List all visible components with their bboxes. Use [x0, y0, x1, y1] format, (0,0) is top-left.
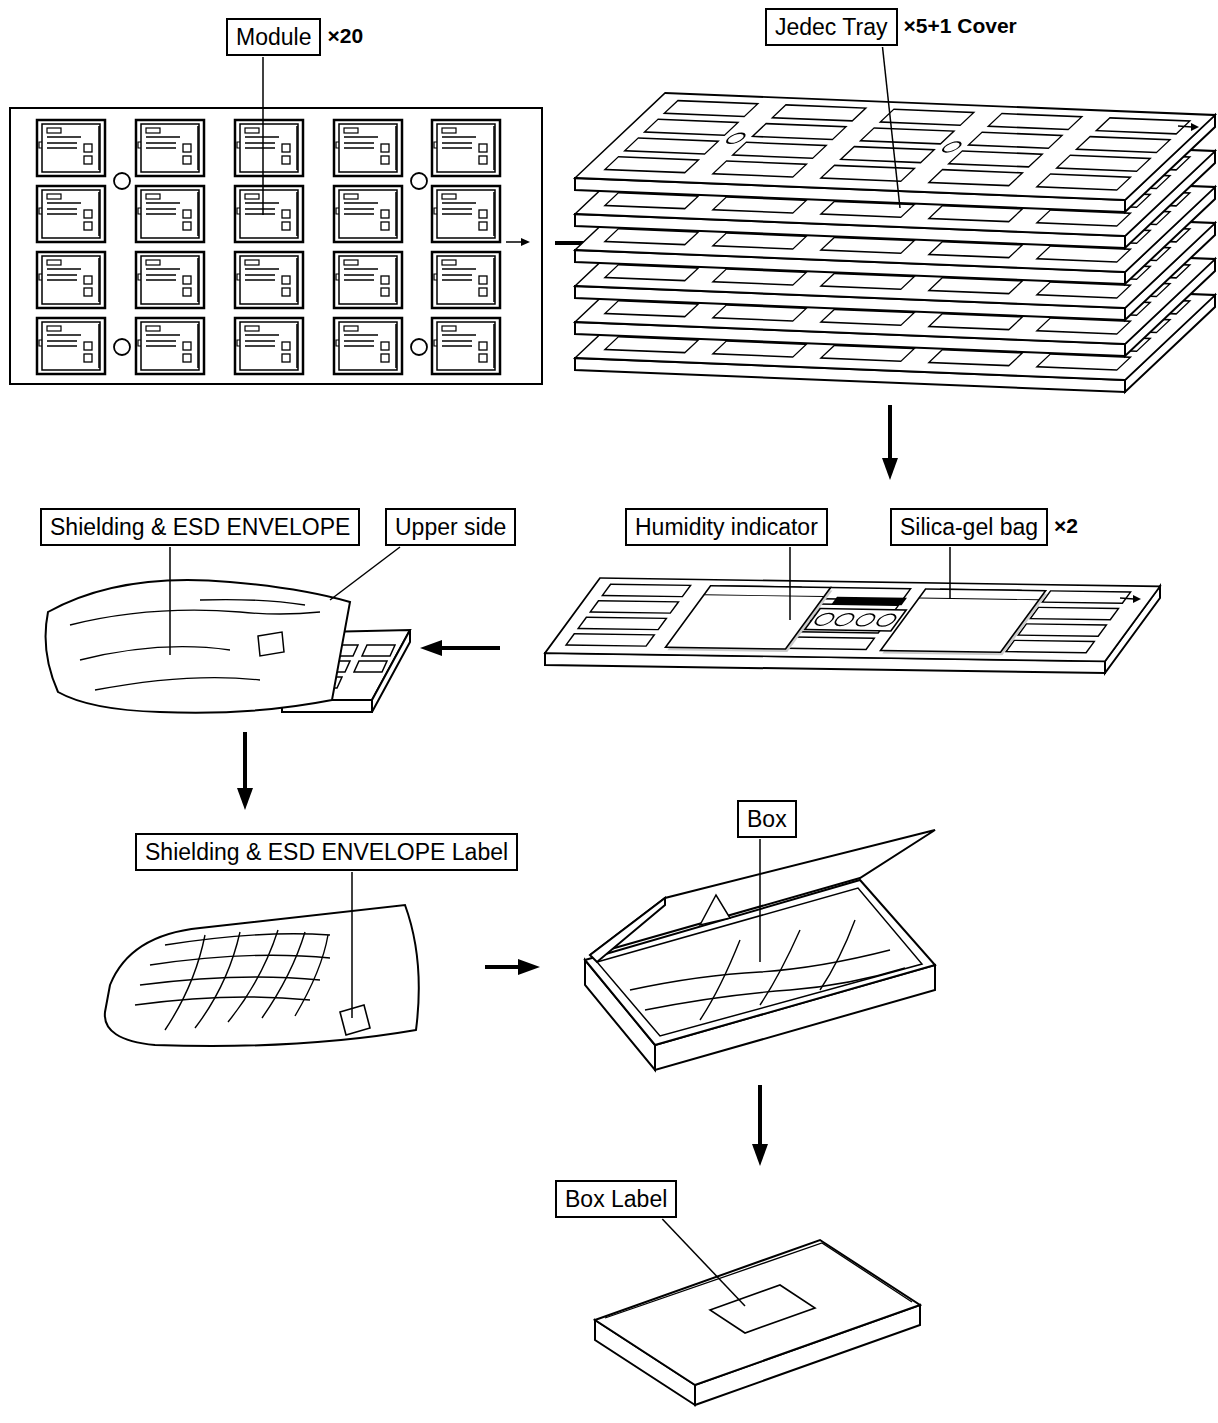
- leader-line: [351, 872, 353, 1018]
- callout-box: Silica-gel bag: [890, 508, 1048, 546]
- leader-line: [883, 47, 901, 208]
- callout-text: Shielding & ESD ENVELOPE: [50, 514, 350, 540]
- leader-line: [759, 839, 761, 962]
- leader-line: [662, 1219, 745, 1306]
- callout-box: Shielding & ESD ENVELOPE Label: [135, 833, 518, 871]
- callout-text: Silica-gel bag: [900, 514, 1038, 540]
- leader-line: [789, 547, 791, 620]
- callout-box: Shielding & ESD ENVELOPE: [40, 508, 360, 546]
- leader-line: [330, 547, 400, 600]
- quantity-note: ×2: [1054, 510, 1078, 542]
- callout-text: Upper side: [395, 514, 506, 540]
- callout-box: Upper side: [385, 508, 516, 546]
- callout-text: Jedec Tray: [775, 14, 888, 40]
- leader-line: [169, 547, 171, 655]
- leader-line: [949, 547, 951, 598]
- callout-text: Humidity indicator: [635, 514, 818, 540]
- quantity-note: ×5+1 Cover: [904, 10, 1017, 42]
- callout-text: Box: [747, 806, 787, 832]
- callout-text: Box Label: [565, 1186, 667, 1212]
- callout-box: Box Label: [555, 1180, 677, 1218]
- callout-text: Module: [236, 24, 311, 50]
- leader-line: [262, 57, 264, 215]
- callout-box: Box: [737, 800, 797, 838]
- callout-box: Module: [226, 18, 321, 56]
- quantity-note: ×20: [327, 20, 363, 52]
- callout-box: Jedec Tray: [765, 8, 898, 46]
- callout-box: Humidity indicator: [625, 508, 828, 546]
- callout-text: Shielding & ESD ENVELOPE Label: [145, 839, 508, 865]
